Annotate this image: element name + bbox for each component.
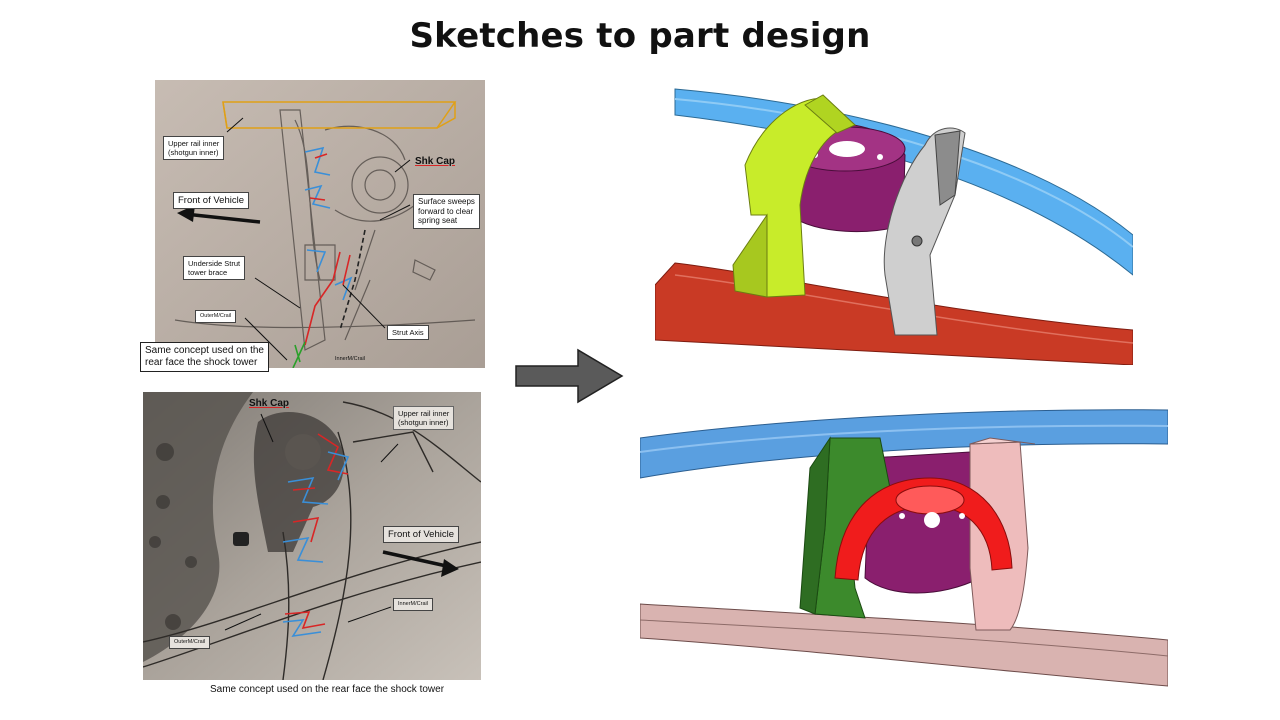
right-arrow-icon [515,348,624,404]
label-surface-sweeps: Surface sweeps forward to clear spring s… [413,194,480,229]
label-inner-rail-bottom: InnerM/Crail [393,598,433,611]
cad-render-top [655,88,1133,365]
label-inner-rail-top: InnerM/Crail [335,356,365,362]
sketch-photo-bottom: Shk Cap Upper rail inner (shotgun inner)… [143,392,481,680]
bottom-sketch-caption: Same concept used on the rear face the s… [210,684,445,695]
label-front-of-vehicle-bottom: Front of Vehicle [383,526,460,544]
label-shk-cap-bottom: Shk Cap [249,398,290,409]
label-upper-rail-inner: Upper rail inner (shotgun inner) [163,136,225,160]
label-outer-rail-top: OuterM/Crail [195,310,237,323]
label-underside-strut-brace: Underside Strut tower brace [183,256,246,280]
label-upper-rail-inner-bottom: Upper rail inner (shotgun inner) [393,406,455,430]
label-strut-axis: Strut Axis [387,325,429,340]
page-title: Sketches to part design [409,16,871,56]
label-front-of-vehicle: Front of Vehicle [173,192,250,210]
label-outer-rail-bottom: OuterM/Crail [169,636,211,649]
cad-render-bottom [640,409,1168,687]
label-shk-cap: Shk Cap [415,156,456,167]
sketch-photo-top: Upper rail inner (shotgun inner) Shk Cap… [155,80,485,368]
label-same-concept-callout: Same concept used on the rear face the s… [140,342,269,372]
front-of-vehicle-arrow-bottom [382,550,459,577]
